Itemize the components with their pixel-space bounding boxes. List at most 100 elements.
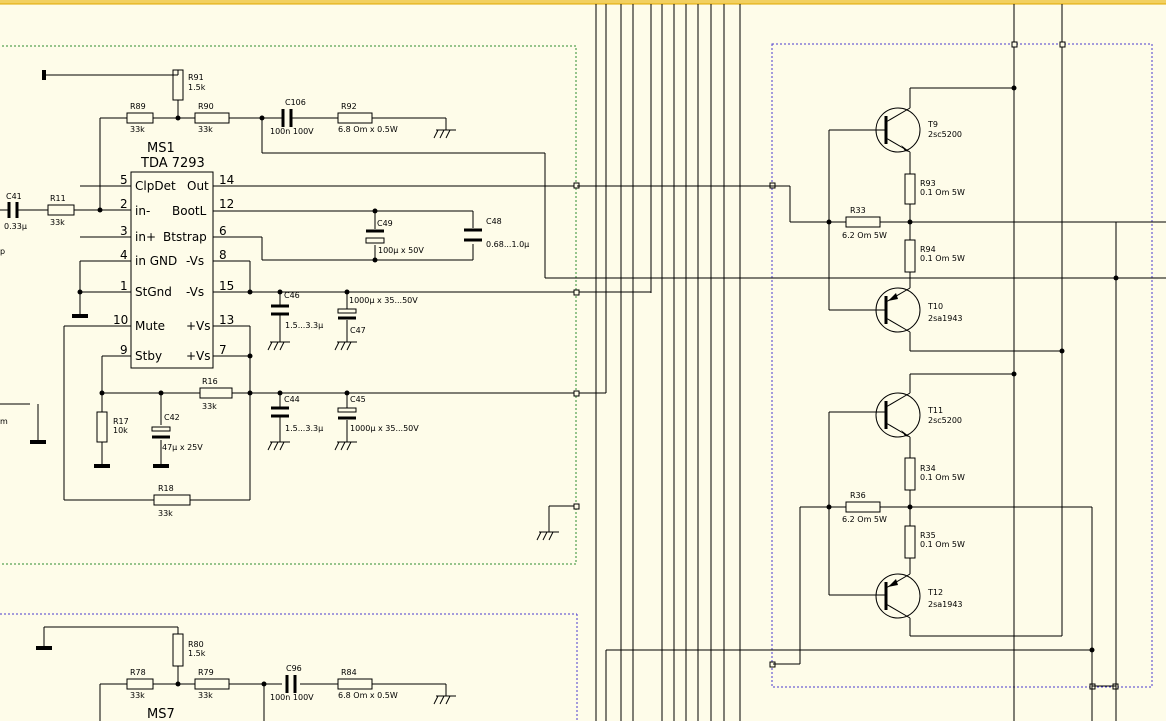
capacitor-c41[interactable]: C41 0.33µ xyxy=(4,192,27,231)
svg-text:R92: R92 xyxy=(341,102,357,111)
transistor-t11[interactable]: T11 2sc5200 xyxy=(875,392,962,438)
pin-num-8: 8 xyxy=(219,248,227,262)
svg-text:0.68...1.0µ: 0.68...1.0µ xyxy=(486,240,529,249)
resistor-r18[interactable]: R18 33k xyxy=(153,484,191,518)
resistor-r35[interactable]: R35 0.1 Om 5W xyxy=(904,525,965,559)
resistor-r90[interactable]: R90 33k xyxy=(194,102,230,134)
capacitor-c96[interactable]: C96 100n 100V xyxy=(270,664,314,702)
pin-num-3: 3 xyxy=(120,224,128,238)
svg-text:R93: R93 xyxy=(920,179,936,188)
pin-name-bootl: BootL xyxy=(172,204,207,218)
svg-text:R18: R18 xyxy=(158,484,174,493)
resistor-r89[interactable]: R89 33k xyxy=(126,102,154,134)
svg-text:C96: C96 xyxy=(286,664,302,673)
svg-text:C48: C48 xyxy=(486,217,502,226)
resistor-r94[interactable]: R94 0.1 Om 5W xyxy=(904,239,965,273)
svg-text:R36: R36 xyxy=(850,491,866,500)
capacitor-c42[interactable]: C42 47µ x 25V xyxy=(151,413,203,452)
capacitor-c45[interactable]: C45 1000µ x 35...50V xyxy=(337,395,419,433)
svg-text:C49: C49 xyxy=(377,219,393,228)
transistor-t9[interactable]: T9 2sc5200 xyxy=(875,107,962,153)
svg-text:R11: R11 xyxy=(50,194,66,203)
svg-text:33k: 33k xyxy=(130,691,145,700)
resistor-r17[interactable]: R17 10k xyxy=(96,411,129,443)
pin-num-7: 7 xyxy=(219,343,227,357)
resistor-r93[interactable]: R93 0.1 Om 5W xyxy=(904,173,965,205)
svg-text:100n 100V: 100n 100V xyxy=(270,127,314,136)
pin-name-stgnd: StGnd xyxy=(135,285,172,299)
resistor-r33[interactable]: R33 6.2 Om 5W xyxy=(842,206,887,240)
svg-text:R34: R34 xyxy=(920,464,936,473)
svg-text:1.5k: 1.5k xyxy=(188,83,206,92)
svg-text:47µ x 25V: 47µ x 25V xyxy=(162,443,203,452)
resistor-r92[interactable]: R92 6.8 Om x 0.5W xyxy=(337,102,398,134)
ic-ms1[interactable]: MS1 TDA 7293 5 ClpDet 2 in- 3 in+ 4 in G… xyxy=(64,141,577,369)
svg-text:1000µ x 35...50V: 1000µ x 35...50V xyxy=(350,424,419,433)
transistor-t12[interactable]: T12 2sa1943 xyxy=(875,573,963,619)
ic-ground-wiring xyxy=(0,261,88,444)
capacitor-c46[interactable]: C46 1.5...3.3µ xyxy=(271,291,323,330)
svg-text:T11: T11 xyxy=(927,406,943,415)
svg-text:R35: R35 xyxy=(920,531,936,540)
resistor-r80[interactable]: R80 1.5k xyxy=(172,633,206,667)
ic-part: TDA 7293 xyxy=(140,156,205,171)
pin-name-plus-vs-7: +Vs xyxy=(186,349,211,363)
svg-text:R33: R33 xyxy=(850,206,866,215)
svg-text:0.1 Om 5W: 0.1 Om 5W xyxy=(920,188,965,197)
resistor-r91[interactable]: R91 1.5k xyxy=(172,69,206,101)
svg-text:0.33µ: 0.33µ xyxy=(4,222,27,231)
svg-text:6.2 Om 5W: 6.2 Om 5W xyxy=(842,515,887,524)
output-stage-wiring xyxy=(577,87,1166,721)
pin-name-in-minus: in- xyxy=(135,204,150,218)
pin-name-clpdet: ClpDet xyxy=(135,179,176,193)
svg-text:C41: C41 xyxy=(6,192,22,201)
svg-text:2sa1943: 2sa1943 xyxy=(928,314,963,323)
svg-text:C42: C42 xyxy=(164,413,180,422)
pin-num-9: 9 xyxy=(120,343,128,357)
svg-text:1000µ x 35...50V: 1000µ x 35...50V xyxy=(349,296,418,305)
svg-text:R90: R90 xyxy=(198,102,214,111)
edge-fragment-m: m xyxy=(0,417,8,426)
resistor-r36[interactable]: R36 6.2 Om 5W xyxy=(842,491,887,524)
svg-text:C106: C106 xyxy=(285,98,306,107)
capacitor-c44[interactable]: C44 1.5...3.3µ xyxy=(271,395,323,433)
svg-text:33k: 33k xyxy=(50,218,65,227)
svg-text:33k: 33k xyxy=(202,402,217,411)
resistor-r78[interactable]: R78 33k xyxy=(126,668,154,700)
capacitor-c48[interactable]: C48 0.68...1.0µ xyxy=(464,217,529,249)
svg-text:C46: C46 xyxy=(284,291,300,300)
pin-num-1: 1 xyxy=(120,279,128,293)
svg-text:T9: T9 xyxy=(927,120,938,129)
resistor-r34[interactable]: R34 0.1 Om 5W xyxy=(904,457,965,491)
svg-text:R80: R80 xyxy=(188,640,204,649)
pin-name-minus-vs-15: -Vs xyxy=(186,285,204,299)
resistor-r11[interactable]: R11 33k xyxy=(47,194,75,227)
svg-text:6.2 Om 5W: 6.2 Om 5W xyxy=(842,231,887,240)
resistor-r79[interactable]: R79 33k xyxy=(194,668,230,700)
capacitor-c106[interactable]: C106 100n 100V xyxy=(270,98,314,136)
pin-num-15: 15 xyxy=(219,279,234,293)
svg-text:6.8 Om x 0.5W: 6.8 Om x 0.5W xyxy=(338,691,398,700)
svg-text:R94: R94 xyxy=(920,245,936,254)
ic-ms7-ref: MS7 xyxy=(147,707,175,721)
pin-name-in-gnd: in GND xyxy=(135,254,177,268)
junctions xyxy=(77,85,1119,653)
ground-symbol-r92 xyxy=(433,129,456,139)
svg-text:C44: C44 xyxy=(284,395,300,404)
pin-num-14: 14 xyxy=(219,173,234,187)
pin-name-mute: Mute xyxy=(135,319,165,333)
svg-text:10k: 10k xyxy=(113,426,128,435)
bootstrap-network xyxy=(261,210,474,261)
capacitor-c47[interactable]: 1000µ x 35...50V C47 xyxy=(337,296,418,335)
feedback-network-ms7 xyxy=(36,626,456,721)
transistor-t10[interactable]: T10 2sa1943 xyxy=(875,287,963,333)
resistor-r16[interactable]: R16 33k xyxy=(199,377,233,411)
resistor-r84[interactable]: R84 6.8 Om x 0.5W xyxy=(337,668,398,700)
ic-ref: MS1 xyxy=(147,141,175,156)
pin-name-minus-vs-8: -Vs xyxy=(186,254,204,268)
capacitor-c49[interactable]: C49 100µ x 50V xyxy=(365,219,424,255)
svg-text:1.5...3.3µ: 1.5...3.3µ xyxy=(285,424,323,433)
svg-text:33k: 33k xyxy=(158,509,173,518)
negative-supply-network xyxy=(249,261,651,351)
